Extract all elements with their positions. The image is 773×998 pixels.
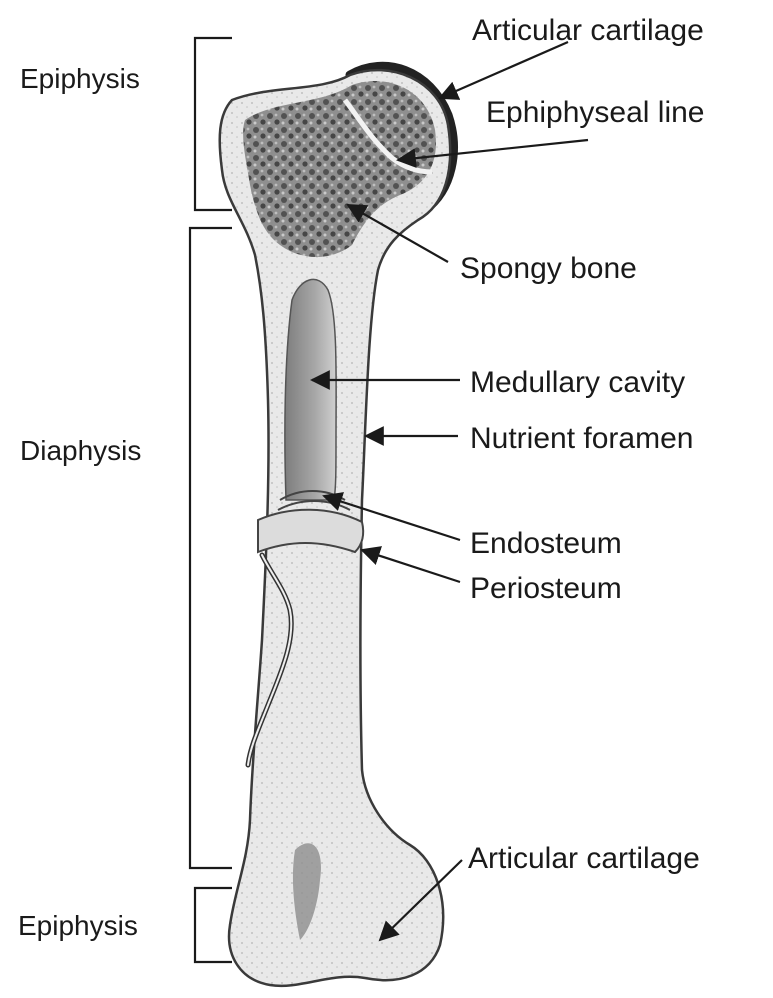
leader-periosteum [362,550,460,582]
leader-articular-top [440,42,568,98]
periosteum-label: Periosteum [470,572,622,605]
endosteum-label: Endosteum [470,527,622,560]
medullary-cavity-shape [285,279,336,500]
epiphyseal-line-label: Ephiphyseal line [486,96,704,129]
distal-epiphysis-label: Epiphysis [18,910,138,941]
medullary-cavity-label: Medullary cavity [470,366,685,399]
spongy-bone-label: Spongy bone [460,252,637,285]
nutrient-foramen-label: Nutrient foramen [470,422,693,455]
articular-cartilage-bottom-label: Articular cartilage [468,842,700,875]
proximal-epiphysis-label: Epiphysis [20,63,140,94]
distal-epiphysis-bracket [195,888,232,962]
diaphysis-bracket [190,228,232,868]
diaphysis-label: Diaphysis [20,435,141,466]
articular-cartilage-top-label: Articular cartilage [472,14,704,47]
